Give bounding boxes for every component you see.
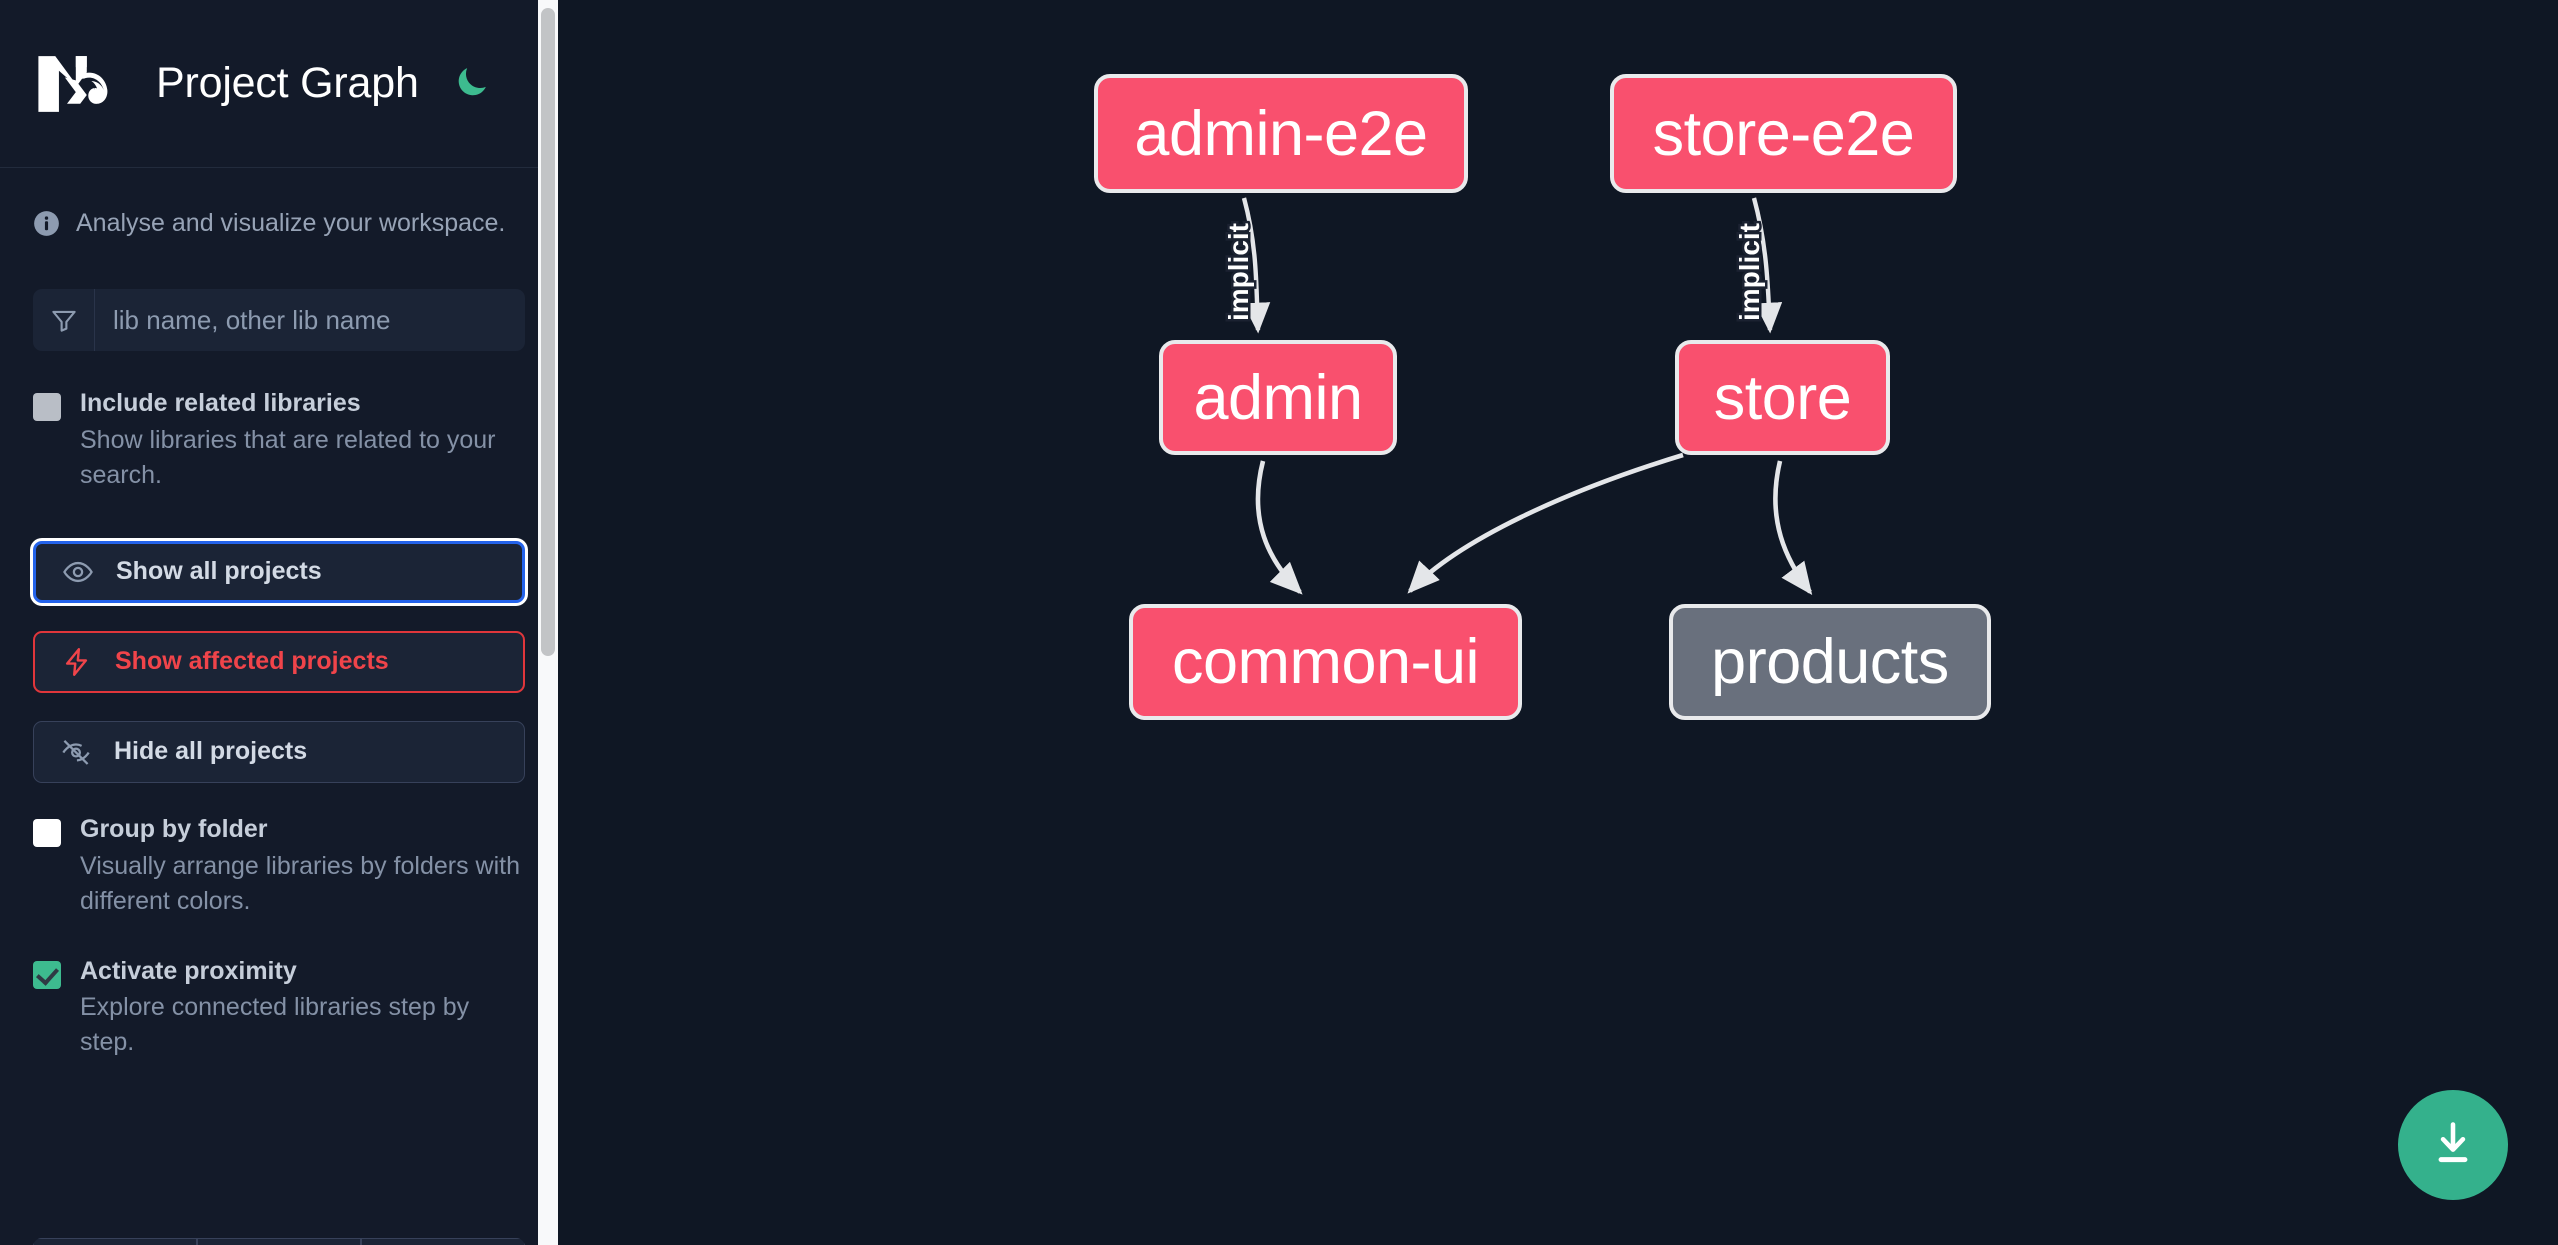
nx-logo-icon bbox=[34, 50, 122, 118]
show-affected-projects-label: Show affected projects bbox=[115, 647, 389, 676]
search-input[interactable] bbox=[95, 289, 525, 351]
show-all-projects-button[interactable]: Show all projects bbox=[33, 540, 525, 603]
option-group-by-folder[interactable]: Group by folder Visually arrange librari… bbox=[33, 813, 525, 919]
show-affected-projects-button[interactable]: Show affected projects bbox=[33, 630, 525, 693]
node-label: products bbox=[1711, 627, 1949, 697]
search-row bbox=[33, 289, 525, 351]
page-title: Project Graph bbox=[156, 59, 419, 107]
edge-label-implicit-admin: implicit bbox=[1221, 220, 1257, 323]
graph-node-store[interactable]: store bbox=[1675, 340, 1890, 455]
graph-node-products[interactable]: products bbox=[1669, 604, 1991, 720]
hide-all-projects-label: Hide all projects bbox=[114, 737, 308, 766]
option-include-related-libraries[interactable]: Include related libraries Show libraries… bbox=[33, 387, 525, 493]
node-label: store bbox=[1713, 362, 1852, 433]
node-label: admin bbox=[1193, 362, 1363, 433]
eye-icon bbox=[62, 556, 94, 588]
graph-node-admin-e2e[interactable]: admin-e2e bbox=[1094, 74, 1468, 193]
edge-store-e2e-store bbox=[1751, 197, 1783, 334]
option-label: Activate proximity bbox=[80, 956, 297, 985]
edge-store-common-ui bbox=[1407, 452, 1684, 594]
option-activate-proximity[interactable]: Activate proximity Explore connected lib… bbox=[33, 955, 525, 1061]
tagline: Analyse and visualize your workspace. bbox=[33, 168, 525, 237]
option-description: Show libraries that are related to your … bbox=[80, 425, 496, 489]
node-label: common-ui bbox=[1171, 627, 1480, 697]
group-by-folder-checkbox[interactable] bbox=[33, 818, 61, 847]
graph-node-admin[interactable]: admin bbox=[1159, 340, 1397, 455]
activate-proximity-checkbox[interactable] bbox=[33, 960, 61, 989]
sidebar-scrollbar-track[interactable] bbox=[538, 0, 558, 1245]
node-label: admin-e2e bbox=[1134, 98, 1428, 169]
info-icon bbox=[33, 210, 60, 237]
graph-node-common-ui[interactable]: common-ui bbox=[1129, 604, 1522, 720]
eye-off-icon bbox=[60, 736, 92, 768]
edge-label-implicit-store: implicit bbox=[1732, 220, 1768, 323]
download-graph-button[interactable] bbox=[2398, 1090, 2508, 1200]
moon-icon bbox=[452, 62, 492, 105]
option-description: Visually arrange libraries by folders wi… bbox=[80, 851, 521, 915]
sidebar-body: Analyse and visualize your workspace. In… bbox=[0, 168, 558, 1060]
option-label: Include related libraries bbox=[80, 389, 361, 417]
proximity-step-segment[interactable] bbox=[33, 1238, 197, 1245]
lightning-icon bbox=[61, 646, 93, 678]
tagline-text: Analyse and visualize your workspace. bbox=[76, 209, 506, 237]
edge-admin-e2e-admin bbox=[1241, 197, 1271, 334]
sidebar-scrollbar-thumb[interactable] bbox=[541, 8, 555, 656]
graph-canvas[interactable]: implicit implicit admin-e2e store-e2e ad… bbox=[558, 0, 2558, 1245]
edge-admin-common-ui bbox=[1255, 460, 1303, 595]
projects-button-group: Show all projects Show affected projects bbox=[33, 540, 525, 783]
proximity-step-segment[interactable] bbox=[361, 1238, 525, 1245]
filter-funnel-icon bbox=[33, 289, 95, 351]
theme-toggle-button[interactable] bbox=[449, 61, 495, 107]
svg-text:implicit: implicit bbox=[1223, 223, 1254, 321]
edge-store-products bbox=[1773, 460, 1813, 595]
proximity-step-button-group[interactable] bbox=[33, 1238, 525, 1245]
graph-node-store-e2e[interactable]: store-e2e bbox=[1610, 74, 1957, 193]
node-label: store-e2e bbox=[1652, 98, 1915, 169]
sidebar: Project Graph Analyse and bbox=[0, 0, 558, 1245]
graph-edges: implicit implicit bbox=[1221, 197, 1813, 595]
hide-all-projects-button[interactable]: Hide all projects bbox=[33, 720, 525, 783]
download-icon bbox=[2427, 1118, 2479, 1173]
option-description: Explore connected libraries step by step… bbox=[80, 993, 470, 1057]
proximity-step-segment[interactable] bbox=[197, 1238, 361, 1245]
svg-text:implicit: implicit bbox=[1734, 223, 1765, 321]
option-label: Group by folder bbox=[80, 814, 268, 843]
include-related-libraries-checkbox[interactable] bbox=[33, 393, 61, 421]
sidebar-header: Project Graph bbox=[0, 0, 558, 168]
show-all-projects-label: Show all projects bbox=[116, 557, 322, 586]
